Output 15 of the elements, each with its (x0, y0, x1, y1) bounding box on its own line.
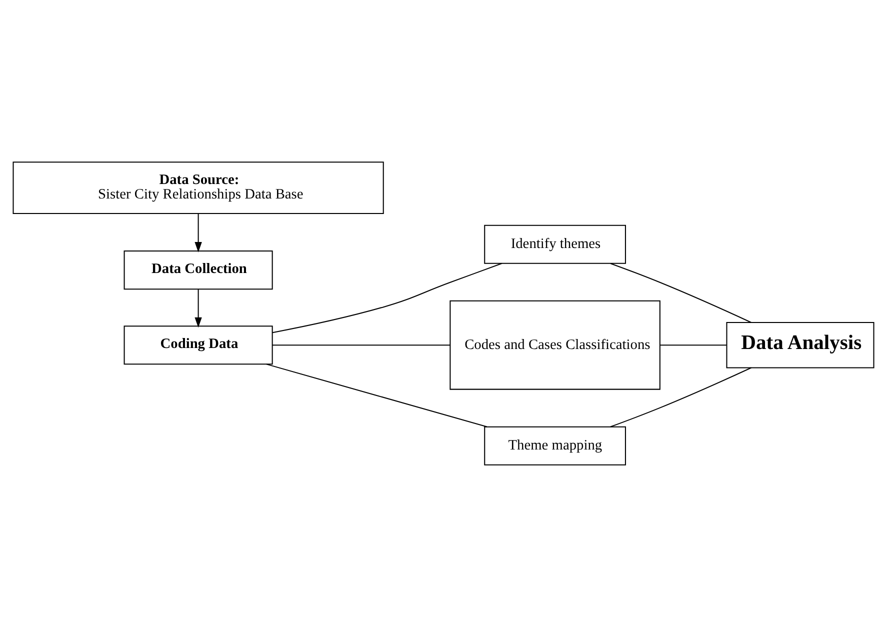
connector (272, 344, 450, 346)
connector (610, 263, 751, 323)
node-box: Coding Data (123, 326, 272, 365)
connector (266, 364, 486, 428)
connector (272, 262, 502, 334)
node-box: Data Source: Sister City Relationships Data Base (12, 162, 384, 214)
node-box: Codes and Cases Classifications (449, 300, 660, 390)
arrow (194, 214, 202, 252)
connector (660, 344, 726, 346)
node-box: Theme mapping (484, 426, 626, 466)
arrow (194, 289, 202, 328)
node-box: Data Analysis (726, 322, 874, 368)
node-box: Data Collection (123, 250, 272, 290)
connector (610, 367, 751, 428)
node-box: Identify themes (484, 224, 626, 264)
